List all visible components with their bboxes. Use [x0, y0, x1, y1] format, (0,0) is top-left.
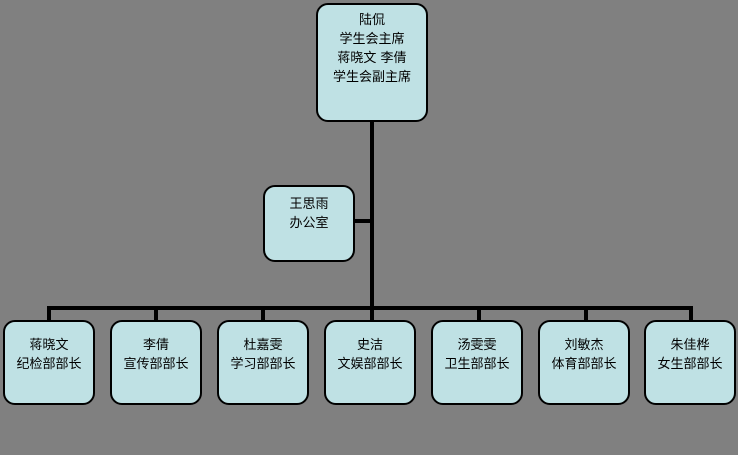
department-head-title: 文娱部部长 [337, 357, 403, 372]
department-drop-connector [584, 306, 588, 322]
office-title: 办公室 [289, 216, 329, 231]
department-head-title: 纪检部部长 [16, 357, 82, 372]
department-drop-connector [47, 306, 51, 322]
department-drop-connector [689, 306, 693, 322]
office-connector-stub [353, 219, 372, 223]
department-head-name: 李倩 [142, 338, 169, 353]
node-department[interactable]: 汤雯雯卫生部部长 [431, 320, 523, 405]
department-head-name: 史洁 [356, 338, 383, 353]
department-drop-connector [477, 306, 481, 322]
department-head-name: 蒋晓文 [29, 338, 69, 353]
department-head-name: 刘敏杰 [564, 338, 604, 353]
department-head-name: 汤雯雯 [457, 338, 497, 353]
vice-chairman-names: 蒋晓文 李倩 [337, 51, 407, 66]
department-drop-connector [154, 306, 158, 322]
office-name: 王思雨 [289, 197, 329, 212]
chairman-name: 陆侃 [358, 13, 385, 28]
department-head-title: 体育部部长 [551, 357, 617, 372]
vice-chairman-title: 学生会副主席 [332, 70, 411, 85]
chairman-title: 学生会主席 [339, 32, 405, 47]
department-drop-connector [370, 306, 374, 322]
node-department[interactable]: 蒋晓文纪检部部长 [3, 320, 95, 405]
department-head-title: 女生部部长 [657, 357, 723, 372]
department-drop-connector [261, 306, 265, 322]
node-department[interactable]: 刘敏杰体育部部长 [538, 320, 630, 405]
node-chairman[interactable]: 陆侃 学生会主席 蒋晓文 李倩 学生会副主席 [316, 3, 428, 122]
department-head-title: 学习部部长 [230, 357, 296, 372]
department-head-title: 宣传部部长 [123, 357, 189, 372]
department-head-name: 杜嘉雯 [243, 338, 283, 353]
department-head-name: 朱佳桦 [670, 338, 710, 353]
node-department[interactable]: 李倩宣传部部长 [110, 320, 202, 405]
node-department[interactable]: 朱佳桦女生部部长 [644, 320, 736, 405]
trunk-connector-line [370, 120, 374, 310]
node-office[interactable]: 王思雨 办公室 [263, 185, 355, 262]
node-department[interactable]: 杜嘉雯学习部部长 [217, 320, 309, 405]
node-department[interactable]: 史洁文娱部部长 [324, 320, 416, 405]
department-head-title: 卫生部部长 [444, 357, 510, 372]
